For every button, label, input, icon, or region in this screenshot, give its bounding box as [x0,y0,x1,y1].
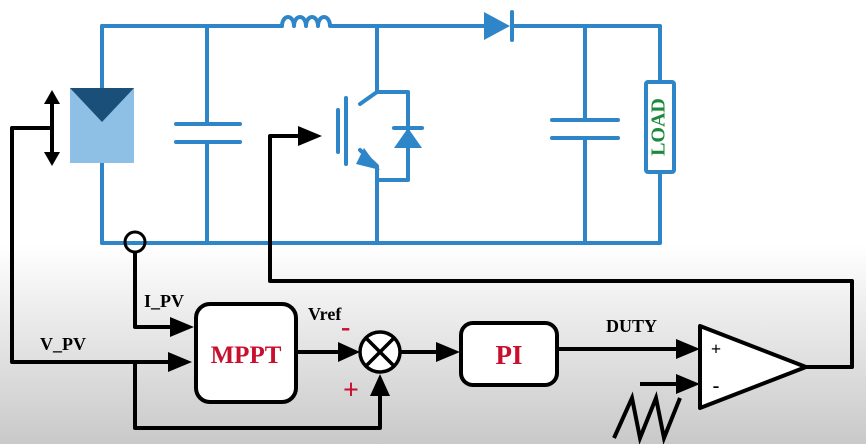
i-pv-arrowhead [170,317,194,337]
gate-signal-line [268,134,854,369]
vref-label: Vref [308,304,342,324]
v-pv-feedback-line [133,362,382,430]
duty-label: DUTY [606,316,657,336]
vref-arrowhead [338,342,360,362]
error-arrowhead [436,342,460,362]
bottom-rail [100,170,662,245]
i-pv-line [133,252,172,329]
comparator-plus-label: + [711,339,721,359]
control-circuit: MPPT PI + - [10,90,854,444]
comparator-icon: + - [698,324,808,410]
pi-block [459,321,559,387]
v-pv-arrowhead [168,352,192,372]
sum-plus-arrowhead [370,374,390,396]
gate-arrowhead [298,126,322,146]
carrier-arrowhead [676,374,700,394]
diode-icon [484,10,514,42]
sum-plus-label: + [343,375,359,406]
i-pv-label: I_PV [144,291,184,311]
inductor-icon [280,15,332,28]
summing-junction-icon [358,330,402,374]
v-pv-line [10,126,170,364]
power-circuit: LOAD [70,10,676,245]
pi-label: PI [496,340,523,370]
freewheel-diode-icon [375,90,424,182]
input-capacitor-icon [174,24,242,245]
comparator-minus-label: - [713,375,720,397]
sum-minus-label: - [341,312,350,343]
load-label: LOAD [648,98,670,156]
sawtooth-icon [612,391,682,444]
load-box: LOAD [644,80,676,174]
igbt-icon [336,24,380,245]
mppt-label: MPPT [211,342,282,369]
output-capacitor-icon [550,24,620,245]
top-rail-right [510,24,662,84]
v-pv-label: V_PV [40,334,86,354]
duty-arrowhead [676,339,700,359]
solar-panel-icon [70,88,134,163]
